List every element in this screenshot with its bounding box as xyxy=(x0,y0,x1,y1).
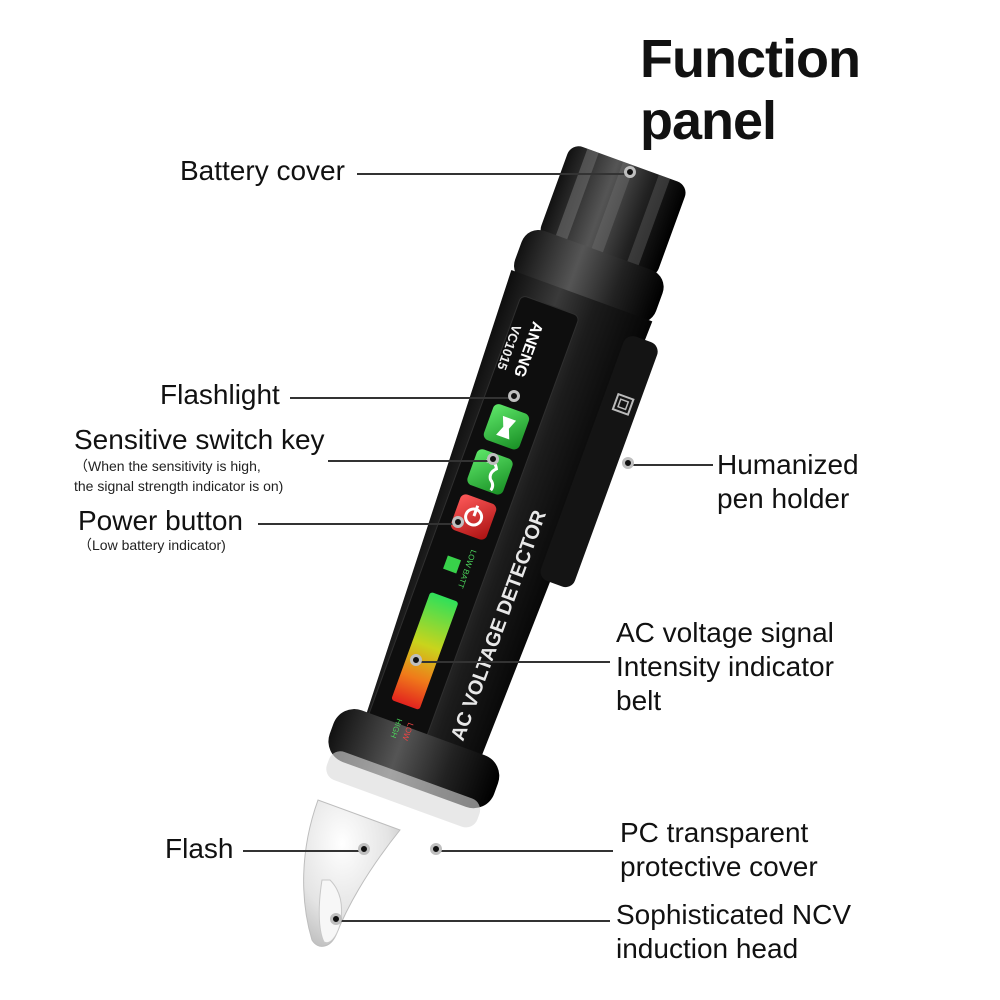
page-title: Function panel xyxy=(640,29,861,151)
label-ac-signal: AC voltage signal Intensity indicator be… xyxy=(616,616,834,718)
ac-signal-line-1: AC voltage signal xyxy=(616,617,834,648)
pen-holder-line-1: Humanized xyxy=(717,449,859,480)
power-note: （Low battery indicator) xyxy=(78,537,226,553)
label-pen-holder: Humanized pen holder xyxy=(717,448,859,516)
sensitive-note-1: （When the sensitivity is high, xyxy=(74,458,261,474)
ac-signal-line-2: Intensity indicator xyxy=(616,651,834,682)
pc-cover-line-1: PC transparent xyxy=(620,817,809,848)
label-sensitive-switch: Sensitive switch key xyxy=(74,424,325,455)
sensitive-note-2: the signal strength indicator is on) xyxy=(74,478,284,494)
label-flashlight: Flashlight xyxy=(160,379,280,410)
label-pc-cover: PC transparent protective cover xyxy=(620,816,818,884)
double-insulation-icon xyxy=(611,392,635,416)
status-led xyxy=(443,555,462,574)
pen-holder-line-2: pen holder xyxy=(717,483,850,514)
ac-signal-line-3: belt xyxy=(616,685,662,716)
label-ncv-head: Sophisticated NCV induction head xyxy=(616,898,851,966)
label-battery-cover: Battery cover xyxy=(180,155,345,186)
label-power-button: Power button xyxy=(78,505,243,536)
label-flash: Flash xyxy=(165,833,234,864)
flashlight-icon xyxy=(496,415,517,440)
signal-indicator-bar xyxy=(391,592,458,710)
ncv-head-line-1: Sophisticated NCV xyxy=(616,899,852,930)
power-button[interactable] xyxy=(449,493,498,542)
ncv-head-line-2: induction head xyxy=(616,933,799,964)
pen-tip xyxy=(303,799,401,947)
pen-body: ANENG VC1015 LOW BATT LOW HIGH AC VOLTAG… xyxy=(326,146,686,828)
pc-cover-line-2: protective cover xyxy=(620,851,818,882)
